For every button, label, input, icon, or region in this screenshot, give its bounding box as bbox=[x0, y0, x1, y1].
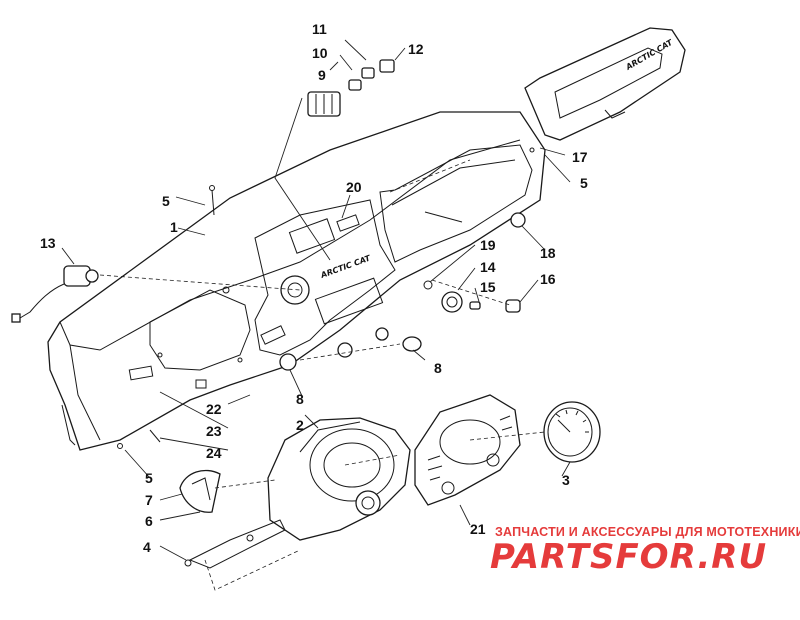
callout-23: 23 bbox=[206, 423, 222, 439]
knob-part-8 bbox=[402, 336, 422, 352]
callout-11: 11 bbox=[312, 21, 327, 37]
bracket bbox=[184, 519, 286, 569]
callout-numbers: 1 2 3 4 5 5 5 6 7 8 8 9 10 11 12 13 14 1… bbox=[40, 21, 588, 555]
speedometer bbox=[543, 401, 601, 463]
callout-8-right: 8 bbox=[434, 360, 442, 376]
ring-part-14 bbox=[441, 291, 463, 313]
callout-3: 3 bbox=[562, 472, 570, 488]
watermark-tagline: ЗАПЧАСТИ И АКСЕССУАРЫ ДЛЯ МОТОТЕХНИКИ bbox=[495, 525, 800, 539]
callout-14: 14 bbox=[480, 259, 496, 275]
plug-part-15 bbox=[469, 301, 481, 310]
callout-1: 1 bbox=[170, 219, 178, 235]
cap-part-16 bbox=[505, 299, 521, 313]
lens-cover bbox=[179, 469, 221, 513]
callout-7: 7 bbox=[145, 492, 153, 508]
callout-18: 18 bbox=[540, 245, 556, 261]
gauge-bezel bbox=[267, 417, 411, 541]
callout-19: 19 bbox=[480, 237, 496, 253]
callout-21: 21 bbox=[470, 521, 486, 537]
callout-8-left: 8 bbox=[296, 391, 304, 407]
callout-24: 24 bbox=[206, 445, 222, 461]
callout-17: 17 bbox=[572, 149, 588, 165]
screws bbox=[117, 147, 535, 449]
leader-lines bbox=[61, 39, 571, 561]
callout-5-right: 5 bbox=[580, 175, 588, 191]
switch-block bbox=[307, 59, 395, 117]
callout-2: 2 bbox=[296, 417, 304, 433]
callout-5-bottom: 5 bbox=[145, 470, 153, 486]
gauge-decal bbox=[414, 394, 521, 506]
callout-5-top: 5 bbox=[162, 193, 170, 209]
callout-10: 10 bbox=[312, 45, 328, 61]
callout-15: 15 bbox=[480, 279, 496, 295]
callout-20: 20 bbox=[346, 179, 362, 195]
dashed-relations bbox=[99, 159, 546, 591]
callout-22: 22 bbox=[206, 401, 222, 417]
key-switch bbox=[11, 265, 99, 323]
callout-12: 12 bbox=[408, 41, 424, 57]
visor-pod: ARCTIC CAT bbox=[524, 27, 686, 141]
callout-9: 9 bbox=[318, 67, 326, 83]
watermark-logo: PARTSFOR.RU bbox=[490, 537, 768, 577]
callout-13: 13 bbox=[40, 235, 56, 251]
callout-6: 6 bbox=[145, 513, 153, 529]
callout-4: 4 bbox=[143, 539, 151, 555]
grommet-part-19 bbox=[423, 280, 433, 290]
button-part-18 bbox=[510, 212, 526, 228]
callout-16: 16 bbox=[540, 271, 556, 287]
